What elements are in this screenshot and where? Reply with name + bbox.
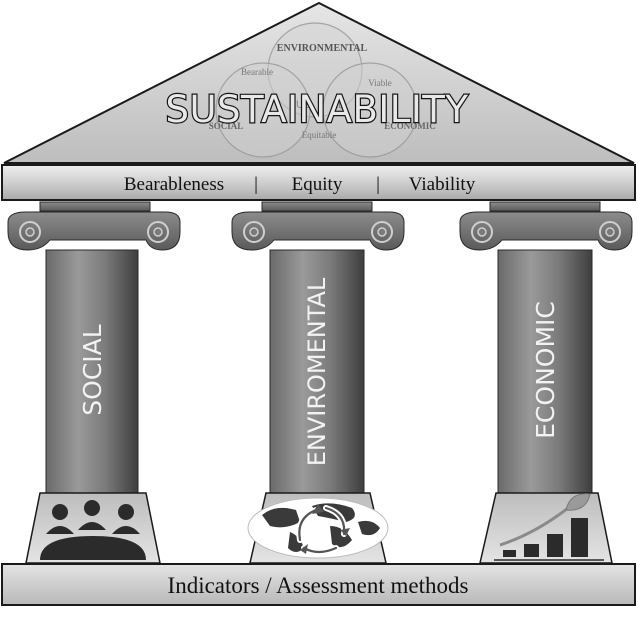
beam-bar bbox=[1, 164, 636, 201]
venn-center-fragment-left: SUS bbox=[289, 99, 312, 111]
volute-right bbox=[599, 221, 621, 243]
roof-title: SUSTAINABILITY bbox=[165, 88, 468, 131]
beam-separator-1: | bbox=[254, 174, 258, 195]
pillar-label-social: SOCIAL bbox=[78, 324, 107, 415]
volute-right bbox=[147, 221, 169, 243]
pillar-environmental: ENVIROMENTAL bbox=[231, 201, 405, 564]
growth-chart-icon bbox=[494, 493, 604, 561]
pillar-abacus bbox=[489, 201, 601, 212]
roof: ENVIRONMENTAL Bearable Viable SOCIAL ECO… bbox=[3, 1, 635, 164]
venn-label-equitable: Equitable bbox=[302, 130, 337, 140]
globe-recycle-icon bbox=[247, 497, 389, 559]
volute-right-inner bbox=[153, 227, 163, 237]
base: Indicators / Assessment methods bbox=[1, 563, 636, 606]
volute-right-inner bbox=[377, 227, 387, 237]
pillar-capital bbox=[7, 211, 181, 251]
volute-left bbox=[471, 221, 493, 243]
pillar-capital bbox=[459, 211, 633, 251]
beam-item-equity: Equity bbox=[292, 174, 343, 195]
pillar-label-enviromental: ENVIROMENTAL bbox=[303, 277, 331, 466]
pillar-social: SOCIAL bbox=[7, 201, 181, 564]
pillar-abacus bbox=[261, 201, 373, 212]
people-meeting-icon bbox=[40, 500, 146, 560]
pillar-shaft bbox=[45, 249, 139, 494]
pillar-economic: ECONOMIC bbox=[459, 201, 633, 564]
pillar-label-economic: ECONOMIC bbox=[531, 301, 560, 439]
venn-label-economic: ECONOMIC bbox=[384, 121, 436, 131]
venn-label-social: SOCIAL bbox=[209, 121, 244, 131]
volute-left-inner bbox=[249, 227, 259, 237]
beam: Bearableness | Equity | Viability bbox=[1, 164, 636, 201]
pillar-abacus bbox=[39, 201, 151, 212]
pillar-shaft bbox=[269, 249, 365, 494]
venn-center-fragment-right: AB bbox=[331, 99, 346, 111]
pillar-capital bbox=[231, 211, 405, 251]
base-bar bbox=[1, 563, 636, 606]
base-label: Indicators / Assessment methods bbox=[168, 573, 469, 598]
volute-left-inner bbox=[25, 227, 35, 237]
venn-label-environmental: ENVIRONMENTAL bbox=[277, 43, 368, 54]
volute-left bbox=[243, 221, 265, 243]
pillar-plinth bbox=[479, 492, 613, 564]
venn-label-viable: Viable bbox=[368, 78, 391, 88]
volute-left bbox=[19, 221, 41, 243]
venn-circle-economic bbox=[322, 62, 418, 158]
venn-circle-environmental bbox=[267, 22, 363, 118]
beam-item-bearableness: Bearableness bbox=[124, 174, 224, 195]
venn-diagram bbox=[215, 22, 418, 158]
beam-separator-2: | bbox=[376, 174, 380, 195]
volute-right bbox=[371, 221, 393, 243]
volute-left-inner bbox=[477, 227, 487, 237]
venn-circle-social bbox=[215, 62, 311, 158]
volute-right-inner bbox=[605, 227, 615, 237]
pillar-shaft bbox=[497, 249, 593, 494]
beam-item-viability: Viability bbox=[409, 174, 476, 195]
venn-label-bearable: Bearable bbox=[241, 67, 273, 77]
roof-pediment bbox=[3, 1, 635, 164]
